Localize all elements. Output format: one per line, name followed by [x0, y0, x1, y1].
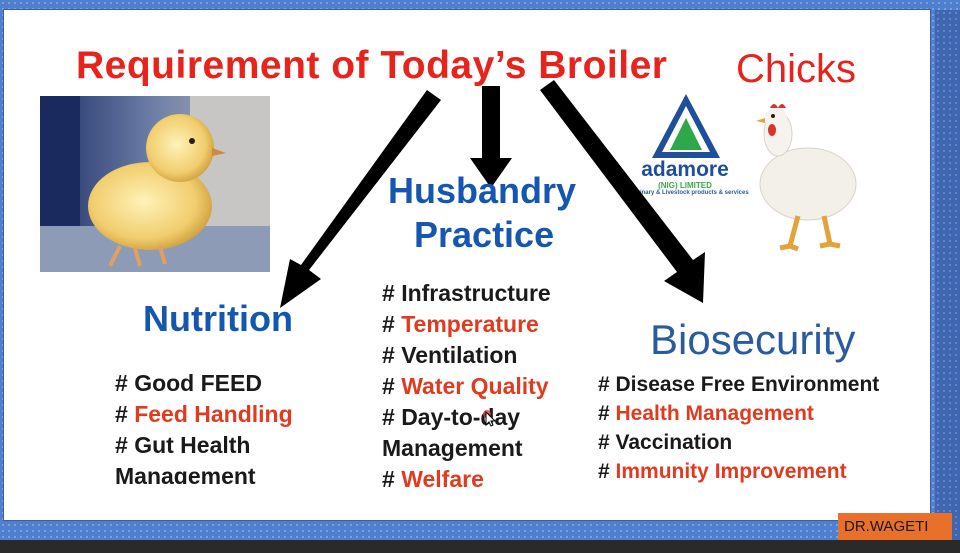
- list-item: # Day-to-day: [382, 404, 521, 430]
- list-item: # Gut Health: [115, 432, 251, 458]
- husbandry-heading-line2: Practice: [414, 214, 555, 255]
- list-item: # Infrastructure: [382, 280, 551, 306]
- list-item: # Temperature: [382, 311, 539, 337]
- list-item: # Immunity Improvement: [598, 460, 847, 483]
- nutrition-list: # Good FEED # Feed Handling # Gut Health…: [115, 368, 293, 484]
- slide-title: Requirement of Today’s Broiler: [76, 44, 668, 87]
- list-item: # Disease Free Environment: [598, 373, 880, 396]
- side-strip: [935, 10, 960, 540]
- list-item: Management: [115, 463, 256, 484]
- list-item: # Welfare: [382, 466, 484, 492]
- mouse-pointer-icon: [483, 410, 496, 427]
- list-item: # Water Quality: [382, 373, 549, 399]
- list-item: # Ventilation: [382, 342, 518, 368]
- husbandry-heading-line1: Husbandry: [388, 170, 577, 211]
- list-item: Management: [382, 435, 523, 461]
- biosecurity-heading: Biosecurity: [650, 316, 856, 363]
- logo-tagline: Veterinary & Livestock products & servic…: [625, 190, 749, 196]
- credit-badge: DR.WAGETI: [838, 513, 952, 540]
- list-item: # Health Management: [598, 402, 814, 425]
- slide-title-end: Chicks: [736, 47, 857, 91]
- logo-name: adamore: [641, 158, 729, 181]
- list-item: # Good FEED: [115, 370, 262, 396]
- chick-photo: [40, 96, 270, 272]
- husbandry-list: # Infrastructure # Temperature # Ventila…: [382, 278, 551, 495]
- nutrition-heading: Nutrition: [143, 298, 293, 339]
- logo-subtitle: (NIG) LIMITED: [658, 181, 712, 190]
- bottom-bar: [0, 540, 960, 553]
- hen-image: [746, 96, 876, 256]
- biosecurity-list: # Disease Free Environment # Health Mana…: [598, 370, 879, 486]
- list-item: # Feed Handling: [115, 401, 293, 427]
- list-item: # Vaccination: [598, 431, 733, 454]
